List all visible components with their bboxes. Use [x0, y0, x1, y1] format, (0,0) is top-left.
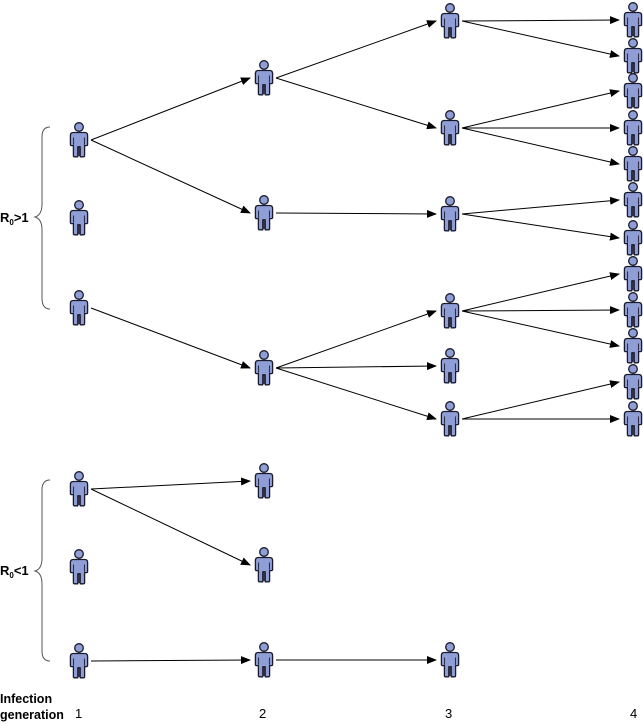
people: [69, 2, 643, 679]
group-brace-r0-less-than-1: [33, 479, 51, 662]
person-icon: [623, 2, 643, 38]
axis-title-line1: Infection: [0, 692, 53, 706]
person-icon: [623, 110, 643, 146]
person-icon: [254, 642, 274, 678]
person-icon: [69, 643, 89, 679]
arrow-c2-to-d3: [461, 89, 620, 129]
axis-title-line2: generation: [0, 708, 64, 722]
arrow-a1-to-b1: [90, 77, 251, 141]
person-icon: [440, 293, 460, 329]
arrow-a3-to-b3: [90, 307, 251, 369]
person-icon: [623, 292, 643, 328]
arrow-c3-to-d7: [461, 213, 620, 241]
arrow-c2-to-d5: [461, 127, 620, 166]
person-icon: [623, 328, 643, 364]
person-icon: [440, 110, 460, 146]
arrow-e1-to-f2: [90, 488, 251, 566]
arrow-e3-to-f3: [90, 656, 251, 665]
person-icon: [623, 220, 643, 256]
person-icon: [69, 549, 89, 585]
arrow-a1-to-b2: [90, 139, 251, 214]
generation-label-4: 4: [630, 706, 638, 721]
person-icon: [254, 60, 274, 96]
person-icon: [623, 146, 643, 182]
generation-label-2: 2: [259, 706, 267, 721]
generation-label-1: 1: [75, 706, 83, 721]
person-icon: [69, 122, 89, 158]
arrow-e1-to-f1: [90, 477, 251, 490]
arrow-c4-to-d8: [461, 272, 620, 312]
arrow-c6-to-d11: [461, 380, 620, 420]
person-icon: [623, 73, 643, 109]
person-icon: [440, 196, 460, 232]
arrow-b3-to-c5: [275, 362, 437, 371]
arrow-b1-to-c2: [275, 77, 437, 130]
person-icon: [254, 547, 274, 583]
arrow-b3-to-c6: [275, 367, 437, 421]
generation-label-3: 3: [445, 706, 453, 721]
arrow-b1-to-c1: [275, 20, 437, 79]
person-icon: [69, 290, 89, 326]
group-label-r0-less-than-1: R0<1: [0, 563, 29, 580]
person-icon: [623, 401, 643, 437]
arrow-c3-to-d6: [461, 196, 620, 215]
arrow-c4-to-d9: [461, 306, 620, 315]
person-icon: [623, 364, 643, 400]
arrow-c1-to-d1: [461, 16, 620, 25]
group-brace-r0-greater-than-1: [33, 126, 51, 310]
person-icon: [623, 182, 643, 218]
person-icon: [623, 256, 643, 292]
person-icon: [440, 348, 460, 384]
arrow-c1-to-d2: [461, 20, 620, 58]
person-icon: [440, 401, 460, 437]
person-icon: [440, 642, 460, 678]
person-icon: [69, 471, 89, 507]
person-icon: [254, 350, 274, 386]
person-icon: [254, 463, 274, 499]
group-label-r0-greater-than-1: R0>1: [0, 210, 29, 227]
arrow-b2-to-c3: [275, 209, 437, 218]
person-icon: [623, 38, 643, 74]
person-icon: [69, 200, 89, 236]
arrow-b3-to-c4: [275, 310, 437, 369]
arrow-c4-to-d10: [461, 310, 620, 348]
person-icon: [440, 3, 460, 39]
person-icon: [254, 195, 274, 231]
transmission-arrows: [90, 16, 620, 665]
